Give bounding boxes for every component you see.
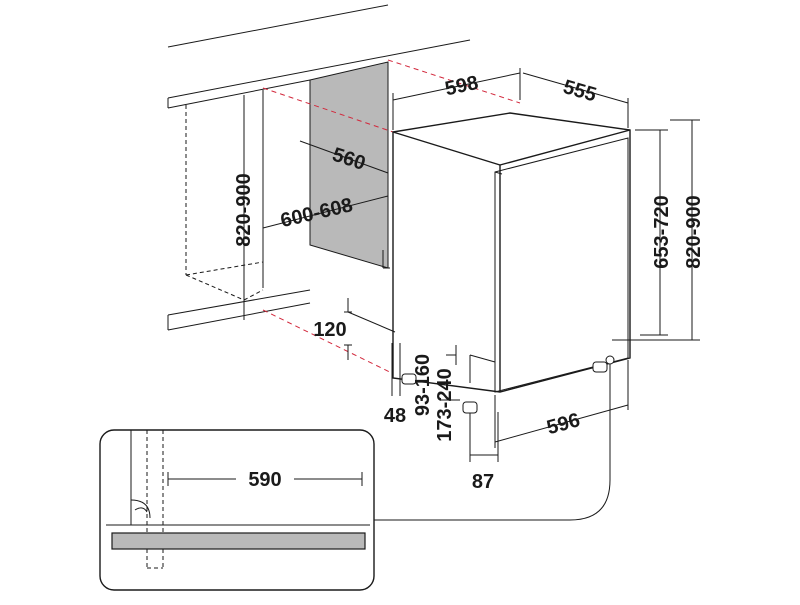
dim-unit-total-height: 820-900 xyxy=(612,119,705,341)
dim-plinth-height: 120 xyxy=(313,298,396,360)
label-foot-range-a: 93-160 xyxy=(412,354,434,416)
dim-unit-width: 598 xyxy=(392,68,521,130)
dim-unit-body-height: 653-720 xyxy=(635,129,673,336)
red-guide-lines xyxy=(262,59,521,379)
countertop-outline xyxy=(167,4,471,331)
label-plinth-height: 120 xyxy=(313,319,346,341)
adjacent-cabinet-dashed xyxy=(185,105,264,301)
label-unit-width: 598 xyxy=(443,72,480,100)
dim-foot-depth: 87 xyxy=(469,412,499,493)
label-unit-depth: 555 xyxy=(561,76,599,106)
cavity-back-panel xyxy=(309,61,390,269)
label-foot-range-b: 173-240 xyxy=(434,368,456,441)
dishwasher-body xyxy=(392,112,631,393)
label-foot-depth: 87 xyxy=(472,471,494,493)
dishwasher-feet xyxy=(401,355,615,414)
label-unit-total-height: 820-900 xyxy=(683,195,705,268)
label-door-width: 596 xyxy=(544,409,582,439)
detail-inset: 590 xyxy=(99,429,375,591)
label-unit-body-height: 653-720 xyxy=(651,195,673,268)
dim-cavity-height: 820-900 xyxy=(233,95,255,320)
dim-foot-ranges: 93-160 173-240 xyxy=(412,345,460,442)
label-plinth-gap: 48 xyxy=(384,405,406,427)
dim-plinth-gap: 48 xyxy=(384,343,406,427)
label-detail-width: 590 xyxy=(248,469,281,491)
label-cavity-height: 820-900 xyxy=(233,173,255,246)
detail-callout-line xyxy=(374,364,611,521)
